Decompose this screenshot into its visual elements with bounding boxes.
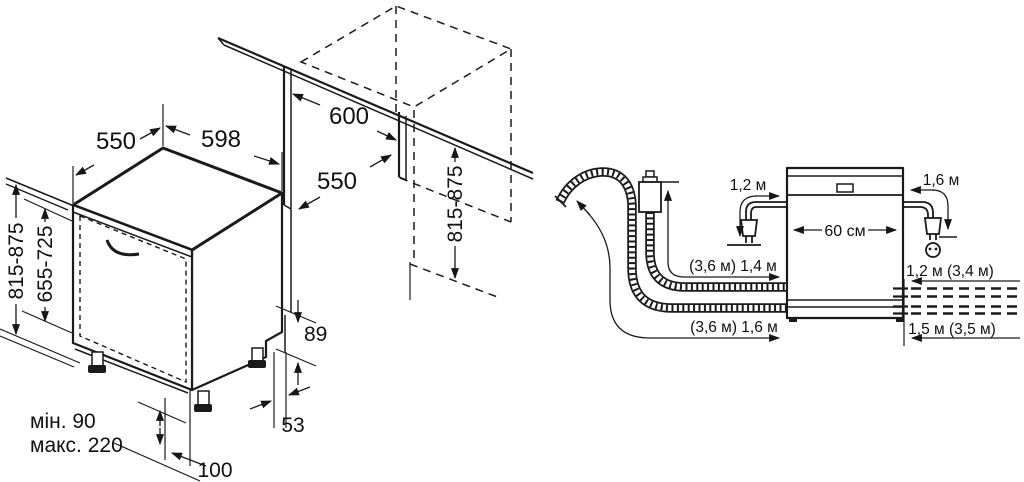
extended-hoses-dashed [893, 279, 1022, 346]
adjustable-feet-icon [88, 347, 266, 412]
dim-feet-max: макс. 220 [30, 434, 123, 457]
power-plug-right-icon [903, 201, 957, 240]
dimension-lines [12, 93, 459, 467]
right-hose-diagram: 1,2 м 1,6 м 60 см (3,6 м) 1,4 м 1,2 м (3… [554, 166, 1022, 346]
dimension-lines-right [576, 186, 1020, 342]
dim-niche-height: 815-875 [444, 165, 467, 242]
dim-foot-inset: 100 [197, 459, 232, 482]
dim-rear-offset: 53 [281, 414, 304, 437]
dim-drain-hose: (3,6 м) 1,6 м [690, 319, 778, 336]
dim-drain-extended: 1,5 м (3,5 м) [908, 321, 996, 338]
left-isometric-diagram: 550 598 600 550 815-875 815-875 655-725 … [0, 5, 534, 482]
power-plug-left-icon [727, 201, 787, 246]
dim-cord-left: 1,2 м [730, 177, 767, 194]
dishwasher-front-view [785, 166, 905, 322]
control-panel-display-icon [836, 183, 854, 193]
dim-niche-depth: 550 [317, 168, 357, 195]
inlet-hose-icon [650, 212, 787, 287]
dim-unit-height: 815-875 [5, 222, 28, 299]
door-handle-icon [105, 239, 140, 257]
dim-plinth-height: 89 [304, 323, 327, 346]
power-socket-icon [925, 242, 941, 258]
niche-cube-dashed [299, 5, 513, 300]
dim-unit-width: 60 см [824, 223, 865, 240]
dim-inlet-extended: 1,2 м (3,4 м) [906, 263, 994, 280]
dim-inlet-hose: (3,6 м) 1,4 м [689, 258, 777, 275]
dim-top-width: 598 [201, 126, 241, 153]
dim-top-depth: 550 [96, 128, 136, 155]
dishwasher-isometric [71, 146, 284, 412]
dim-cord-right: 1,6 м [923, 172, 960, 189]
drain-hose-icon [554, 172, 787, 308]
dim-niche-width: 600 [329, 103, 369, 130]
niche-side-panels [282, 67, 407, 352]
dim-front-panel-height: 655-725 [34, 225, 57, 302]
aquastop-valve-icon [638, 170, 679, 213]
dim-feet-min: мін. 90 [30, 410, 96, 433]
